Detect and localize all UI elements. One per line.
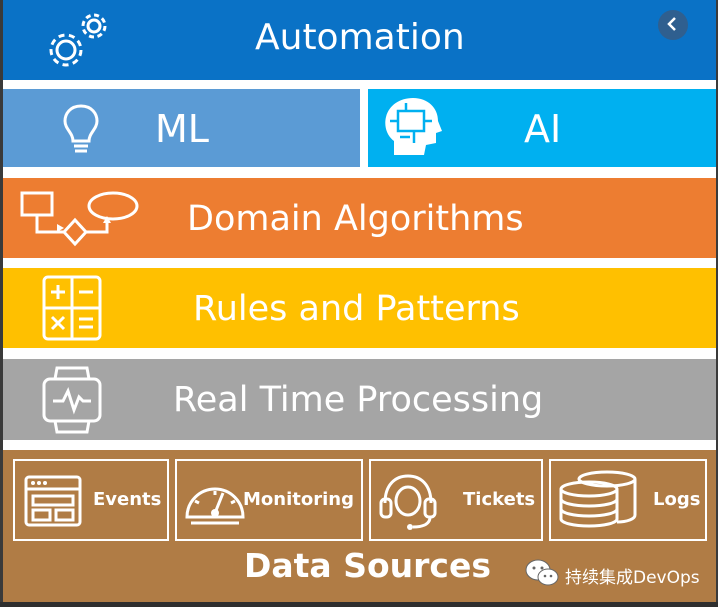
ai-label: AI [524, 107, 562, 151]
chevron-left-icon [667, 16, 679, 35]
browser-window-icon [23, 474, 83, 532]
ai-layer: AI [368, 89, 716, 167]
ml-label: ML [155, 107, 209, 151]
watermark: 持续集成DevOps [525, 558, 700, 592]
headset-icon [377, 471, 439, 535]
real-time-processing-label: Real Time Processing [173, 380, 544, 420]
data-source-events: Events [13, 459, 169, 541]
flowchart-icon [19, 190, 141, 254]
monitoring-label: Monitoring [243, 489, 354, 510]
gauge-icon [183, 471, 247, 531]
data-sources-title: Data Sources [244, 546, 491, 585]
wechat-icon [525, 558, 559, 592]
tickets-label: Tickets [463, 489, 536, 510]
left-frame-edge [0, 0, 3, 607]
gears-icon [41, 8, 115, 78]
right-frame-edge [716, 0, 718, 607]
data-source-tickets: Tickets [369, 459, 543, 541]
database-icon [557, 469, 641, 535]
rules-patterns-label: Rules and Patterns [193, 289, 520, 329]
domain-algorithms-layer: Domain Algorithms [3, 178, 716, 258]
rules-patterns-layer: Rules and Patterns [3, 268, 716, 348]
automation-label: Automation [255, 17, 465, 58]
automation-layer: Automation [3, 0, 716, 80]
ml-layer: ML [3, 89, 360, 167]
ai-head-icon [380, 95, 444, 165]
data-source-monitoring: Monitoring [175, 459, 363, 541]
calculator-icon [39, 274, 105, 346]
lightbulb-icon [61, 103, 101, 159]
data-source-logs: Logs [549, 459, 707, 541]
logs-label: Logs [653, 489, 701, 510]
smartwatch-icon [39, 365, 105, 439]
bottom-frame-edge [0, 602, 718, 607]
domain-algorithms-label: Domain Algorithms [187, 199, 524, 239]
real-time-processing-layer: Real Time Processing [3, 359, 716, 440]
back-button[interactable] [658, 10, 688, 40]
watermark-text: 持续集成DevOps [565, 567, 700, 588]
events-label: Events [93, 489, 162, 510]
